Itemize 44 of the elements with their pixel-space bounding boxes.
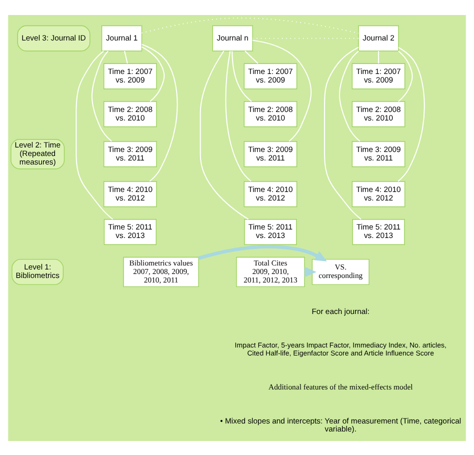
node-box: Time 3: 2009 vs. 2011 (352, 140, 406, 167)
connector (252, 39, 312, 142)
node-box: Time 4: 2010 vs. 2012 (352, 180, 406, 207)
label: For each journal: (312, 306, 370, 316)
connector (339, 50, 360, 142)
node-box: Total Cites 2009, 2010, 2011, 2012, 2013 (236, 256, 305, 287)
node-box: Time 1: 2007 vs. 2009 (244, 62, 298, 89)
node-box: Level 2: Time (Repeated measures) (10, 138, 65, 169)
node-box: Time 4: 2010 vs. 2012 (244, 180, 298, 207)
node-box: Journal n (212, 24, 253, 51)
label: • Mixed slopes and intercepts: Year of measurement (Time, categorical variable). (220, 416, 462, 434)
connector (92, 50, 112, 142)
connector (142, 43, 178, 182)
node-box: Level 1: Bibliometrics (12, 258, 64, 284)
connector (142, 46, 165, 102)
connector (324, 46, 362, 220)
node-box: Time 5: 2011 vs. 2013 (244, 218, 297, 244)
node-box: Time 2: 2008 vs. 2010 (104, 100, 157, 127)
node-box: Time 4: 2010 vs. 2012 (104, 180, 157, 207)
connector (76, 50, 113, 220)
node-box: Journal 1 (101, 24, 142, 51)
node-box: Bibliometrics values 2007, 2008, 2009, 2010, 2011 (123, 256, 199, 287)
node-box: Time 2: 2008 vs. 2010 (244, 100, 298, 127)
node-box: Time 5: 2011 vs. 2013 (104, 218, 156, 244)
arrow (198, 244, 327, 261)
node-box: Time 3: 2009 vs. 2011 (244, 140, 298, 167)
connector (244, 50, 258, 64)
node-box: Time 3: 2009 vs. 2011 (104, 140, 157, 167)
node-box: VS. corresponding (312, 258, 370, 284)
node-box: Time 5: 2011 vs. 2013 (352, 218, 405, 244)
connector (225, 50, 252, 182)
connector (398, 50, 413, 102)
connector (398, 46, 425, 182)
label: Additional features of the mixed-effects model (268, 382, 413, 392)
node-box: Time 1: 2007 vs. 2009 (104, 62, 157, 89)
connector (124, 50, 128, 64)
connector (200, 50, 249, 220)
connector (232, 50, 252, 102)
node-box: Level 3: Journal ID (17, 24, 90, 51)
node-box: Journal 2 (358, 24, 399, 51)
connector (378, 50, 380, 63)
node-box: Time 2: 2008 vs. 2010 (352, 100, 406, 127)
node-box: Time 1: 2007 vs. 2009 (352, 62, 406, 89)
connector (142, 17, 358, 34)
